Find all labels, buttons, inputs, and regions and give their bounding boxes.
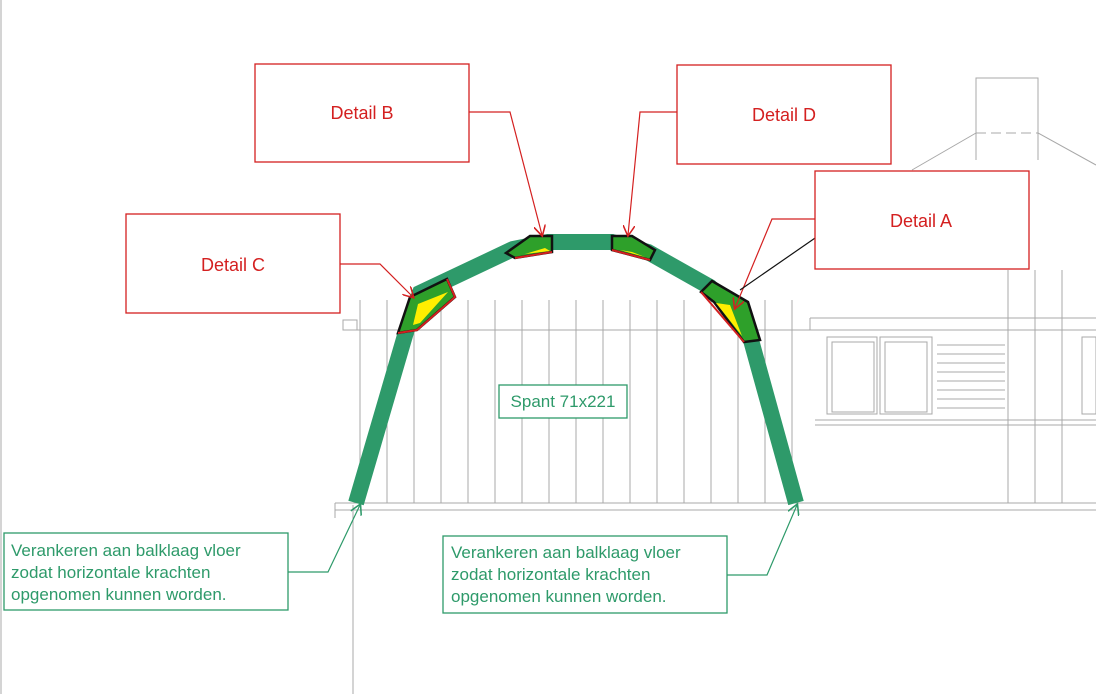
detail-a-leader	[735, 218, 815, 308]
note-line: zodat horizontale krachten	[451, 565, 650, 584]
detail-b-leader	[469, 111, 542, 235]
note-line: Verankeren aan balklaag vloer	[11, 541, 241, 560]
callout-label: Detail D	[752, 105, 816, 125]
callout-detail-a: Detail A	[814, 170, 1030, 270]
note-line: opgenomen kunnen worden.	[11, 585, 227, 604]
anchor-note-right: Verankeren aan balklaag vloer zodat hori…	[442, 535, 728, 614]
callout-detail-d: Detail D	[676, 64, 892, 165]
note-line: Verankeren aan balklaag vloer	[451, 543, 681, 562]
left-note-leader	[288, 505, 360, 573]
joint-detail-c	[396, 277, 457, 335]
joint-detail-d	[610, 234, 657, 262]
detail-d-leader	[628, 111, 677, 235]
anchor-note-left: Verankeren aan balklaag vloer zodat hori…	[3, 532, 289, 611]
callout-label: Detail A	[890, 211, 952, 231]
callout-detail-b: Detail B	[254, 63, 470, 163]
beam-label: Spant 71x221	[498, 384, 628, 419]
right-note-leader	[727, 505, 797, 576]
note-line: zodat horizontale krachten	[11, 563, 210, 582]
callout-label: Detail C	[201, 255, 265, 275]
detail-a-black-leader	[739, 235, 819, 291]
callout-detail-c: Detail C	[125, 213, 341, 314]
note-line: opgenomen kunnen worden.	[451, 587, 667, 606]
callout-label: Detail B	[330, 103, 393, 123]
joint-detail-b	[503, 234, 554, 260]
joint-detail-a	[699, 279, 762, 344]
beam-label-text: Spant 71x221	[511, 392, 616, 411]
detail-c-leader	[340, 263, 413, 297]
